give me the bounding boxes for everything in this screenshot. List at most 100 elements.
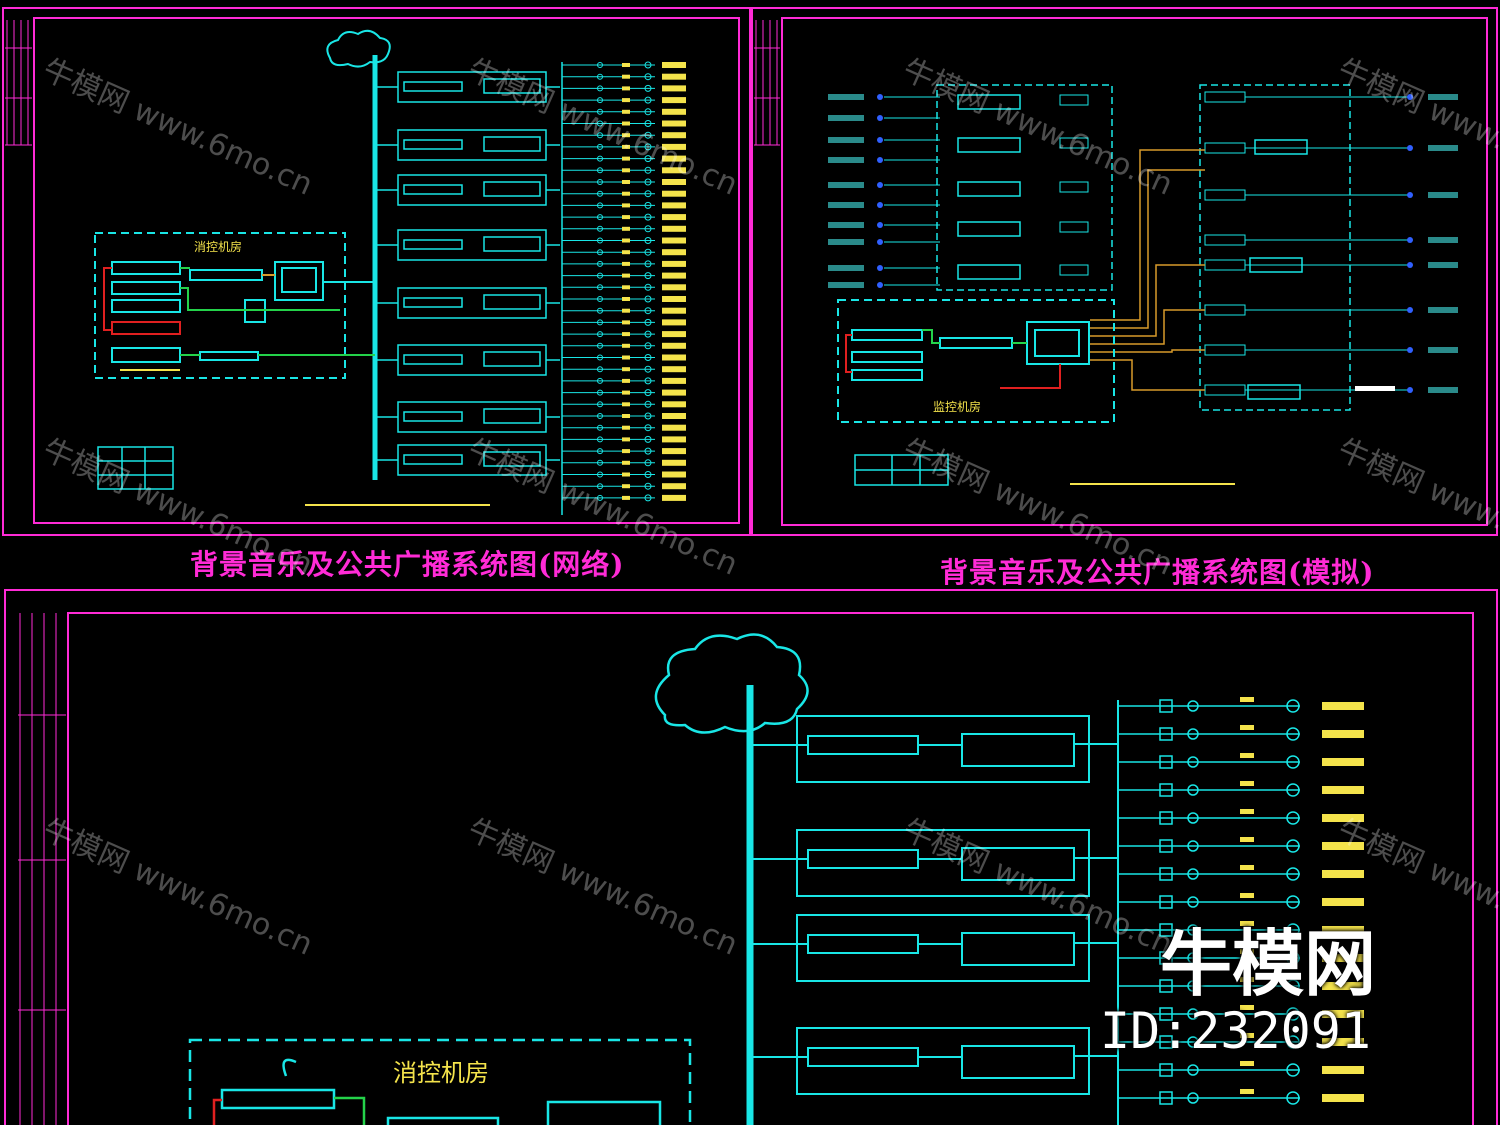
- amplifier-unit: [957, 221, 1021, 237]
- speaker-icon: [644, 272, 652, 280]
- speaker-icon: [622, 285, 630, 290]
- zone-label-block: [662, 342, 686, 349]
- rack-box: [397, 71, 547, 103]
- switch-unit: [403, 354, 463, 365]
- amplifier-unit: [961, 733, 1075, 767]
- switch-unit: [807, 735, 919, 755]
- speaker-count-block: [1240, 753, 1254, 758]
- speaker-icon: [1286, 1035, 1300, 1049]
- rack-box: [397, 229, 547, 261]
- input-icon: [877, 157, 883, 163]
- speaker-icon: [597, 190, 603, 197]
- speaker-icon: [1159, 1007, 1173, 1021]
- zone-label-block: [662, 307, 686, 314]
- zone-label-block: [662, 62, 686, 68]
- input-icon: [877, 282, 883, 288]
- zone-label-block: [1322, 702, 1364, 710]
- amplifier-unit: [483, 408, 541, 424]
- speaker-icon: [597, 120, 603, 127]
- speaker-count-block: [1240, 837, 1254, 842]
- speaker-icon: [644, 318, 652, 326]
- speaker-icon: [597, 401, 603, 408]
- speaker-icon: [597, 342, 603, 349]
- zone-label-block: [662, 225, 686, 232]
- speaker-icon: [597, 108, 603, 115]
- speaker-icon: [622, 121, 630, 126]
- speaker-count-block: [1240, 781, 1254, 786]
- speaker-count-block: [1240, 725, 1254, 730]
- rack-box: [796, 715, 1090, 783]
- speaker-icon: [622, 367, 630, 372]
- speaker-icon: [622, 308, 630, 313]
- switch-unit: [807, 934, 919, 954]
- analog-trunk-lines: [1090, 149, 1205, 391]
- speaker-icon: [622, 133, 630, 138]
- speaker-icon: [622, 109, 630, 114]
- speaker-icon: [1187, 896, 1199, 908]
- input-label-block: [828, 115, 864, 121]
- speaker-icon: [597, 319, 603, 326]
- input-icon: [877, 182, 883, 188]
- zone-label-block: [662, 413, 686, 419]
- speaker-icon: [597, 284, 603, 291]
- rack-box: [796, 914, 1090, 982]
- rack-box: [397, 444, 547, 476]
- speaker-icon: [1286, 811, 1300, 825]
- zone-label-block: [1322, 982, 1364, 990]
- speaker-icon: [597, 354, 603, 361]
- speaker-icon: [622, 203, 630, 208]
- speaker-icon: [644, 260, 652, 268]
- speaker-icon: [622, 63, 630, 67]
- zone-label-block: [662, 354, 686, 361]
- rack-box: [397, 174, 547, 206]
- control-room-boundary: [94, 232, 346, 379]
- output-icon: [1407, 192, 1413, 198]
- zone-label-block: [1322, 1094, 1364, 1102]
- zone-label-block: [662, 143, 686, 150]
- speaker-icon: [1286, 755, 1300, 769]
- input-icon: [877, 94, 883, 100]
- speaker-icon: [1286, 1091, 1300, 1105]
- speaker-icon: [597, 389, 603, 396]
- zone-label-block: [1322, 786, 1364, 794]
- speaker-icon: [644, 166, 652, 174]
- speaker-icon: [622, 261, 630, 266]
- speaker-icon: [597, 494, 603, 501]
- output-label-block: [1428, 94, 1458, 100]
- speaker-icon: [597, 331, 603, 338]
- cloud-icon: [654, 633, 809, 734]
- speaker-icon: [622, 355, 630, 360]
- network-diagram: [94, 29, 686, 515]
- speaker-icon: [644, 295, 652, 303]
- speaker-icon: [644, 201, 652, 209]
- speaker-icon: [622, 98, 630, 103]
- analog-diagram: [828, 84, 1458, 486]
- output-label-block: [1428, 192, 1458, 198]
- speaker-icon: [644, 237, 652, 244]
- speaker-icon: [644, 155, 652, 163]
- rack-group: [375, 71, 560, 476]
- speaker-icon: [622, 238, 630, 243]
- speaker-icon: [622, 297, 630, 301]
- speaker-icon: [622, 332, 630, 337]
- speaker-icon: [1187, 952, 1199, 964]
- speaker-icon: [1159, 951, 1173, 965]
- speaker-icon: [1159, 811, 1173, 825]
- zone-label-block: [662, 319, 686, 326]
- legend-table: [854, 454, 949, 486]
- speaker-icon: [622, 402, 630, 407]
- speaker-icon: [644, 389, 652, 397]
- speaker-icon: [1286, 979, 1300, 993]
- speaker-icon: [1187, 728, 1199, 740]
- input-icon: [877, 137, 883, 143]
- speaker-icon: [597, 225, 603, 232]
- speaker-icon: [622, 86, 630, 91]
- speaker-icon: [644, 225, 652, 233]
- speaker-icon: [622, 191, 630, 196]
- zone-label-block: [662, 73, 686, 80]
- zone-tag: [1059, 221, 1089, 233]
- zone-label-block: [662, 132, 686, 139]
- marker-block: [1355, 386, 1395, 391]
- input-label-block: [828, 137, 864, 143]
- output-label-block: [1428, 237, 1458, 243]
